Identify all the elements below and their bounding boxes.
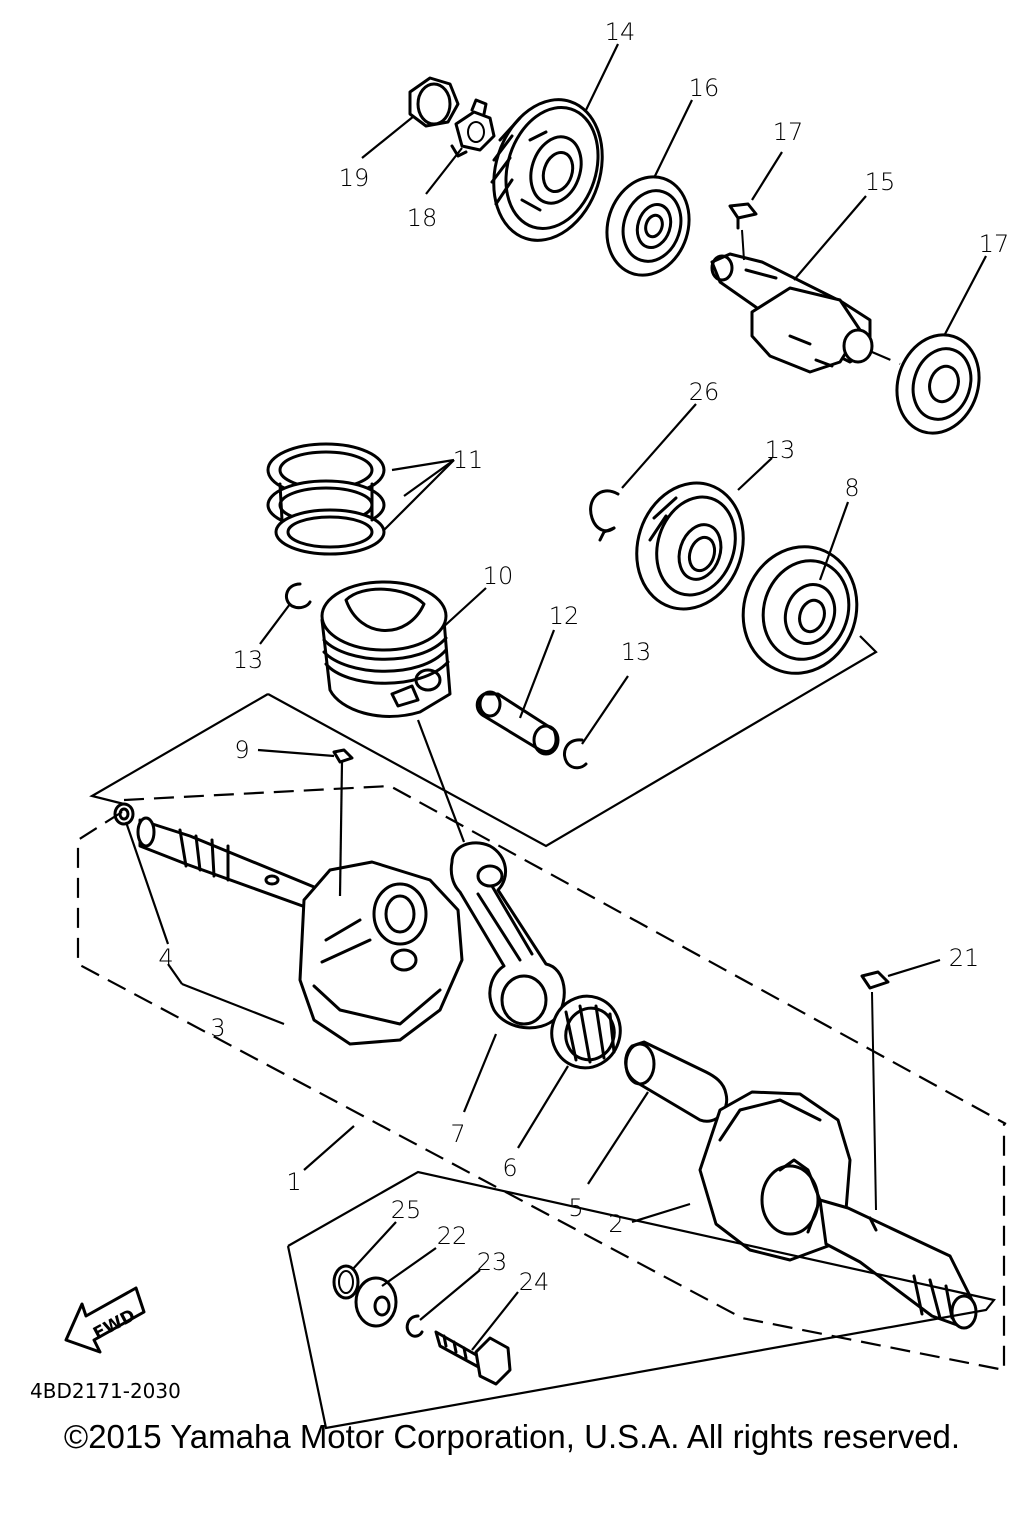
callout-4: 4 bbox=[158, 944, 173, 972]
part-balancer-shaft bbox=[710, 229, 874, 374]
part-o-ring bbox=[332, 1264, 360, 1300]
part-crank-pin bbox=[624, 1040, 729, 1123]
part-woodruff-key bbox=[332, 748, 354, 764]
copyright-notice: ©2015 Yamaha Motor Corporation, U.S.A. A… bbox=[63, 1418, 961, 1455]
part-bearing-lower bbox=[871, 333, 981, 435]
part-washer bbox=[354, 1276, 398, 1328]
callout-1: 1 bbox=[286, 1168, 301, 1196]
callout-14: 13 bbox=[765, 436, 796, 464]
callout-3: 3 bbox=[210, 1014, 225, 1042]
callout-8: 8 bbox=[844, 474, 859, 502]
callout-13b: 13 bbox=[621, 638, 652, 666]
assembly-outline bbox=[76, 635, 1007, 1430]
part-piston-pin-clip-right bbox=[563, 738, 588, 770]
callout-22: 22 bbox=[437, 1222, 468, 1250]
part-connecting-rod bbox=[449, 841, 566, 1030]
part-crank-right bbox=[698, 1090, 978, 1330]
part-lock-washer bbox=[450, 98, 496, 158]
part-woodruff-key-small bbox=[728, 202, 758, 230]
part-woodruff-key-right bbox=[860, 970, 890, 1211]
part-piston bbox=[320, 580, 452, 718]
callout-20: 19 bbox=[339, 164, 370, 192]
callout-7: 7 bbox=[450, 1120, 465, 1148]
part-drive-gear bbox=[635, 481, 745, 611]
diagram-code: 4BD2171-2030 bbox=[30, 1379, 181, 1403]
part-crank-left bbox=[136, 816, 464, 1046]
part-bolt bbox=[434, 1330, 512, 1386]
callout-23: 23 bbox=[477, 1248, 508, 1276]
callout-12: 12 bbox=[549, 602, 580, 630]
callout-16: 15 bbox=[865, 168, 896, 196]
callout-25: 25 bbox=[391, 1196, 422, 1224]
part-primary-gear bbox=[490, 98, 604, 242]
callout-2: 2 bbox=[608, 1210, 623, 1238]
callout-21: 21 bbox=[949, 944, 980, 972]
part-nut bbox=[408, 76, 460, 128]
callout-labels: 14 16 17 15 17 19 18 11 26 13 8 10 12 13… bbox=[158, 18, 1009, 1296]
callout-9: 9 bbox=[234, 736, 249, 764]
callout-15: 14 bbox=[605, 18, 636, 46]
part-circlip-23 bbox=[405, 1314, 424, 1338]
callout-11: 11 bbox=[453, 446, 484, 474]
leader-lines bbox=[124, 43, 987, 1351]
fwd-arrow-icon: FWD bbox=[64, 1286, 146, 1354]
callout-17b: 17 bbox=[979, 230, 1010, 258]
part-circlip-26 bbox=[589, 489, 620, 542]
callout-24: 24 bbox=[519, 1268, 550, 1296]
callout-26: 26 bbox=[689, 378, 720, 406]
part-piston-pin-clip-left bbox=[284, 582, 312, 610]
callout-13a: 13 bbox=[233, 646, 264, 674]
callout-10: 10 bbox=[483, 562, 514, 590]
part-crank-bearing bbox=[741, 545, 859, 675]
callout-6: 6 bbox=[502, 1154, 517, 1182]
part-piston-pin bbox=[475, 690, 560, 756]
part-needle-bearing bbox=[550, 994, 622, 1070]
callout-19: 18 bbox=[407, 204, 438, 232]
callout-5: 5 bbox=[568, 1194, 583, 1222]
callout-17a: 16 bbox=[689, 74, 720, 102]
part-bearing-upper bbox=[605, 175, 691, 277]
part-piston-rings bbox=[266, 442, 386, 556]
callout-18: 17 bbox=[773, 118, 804, 146]
